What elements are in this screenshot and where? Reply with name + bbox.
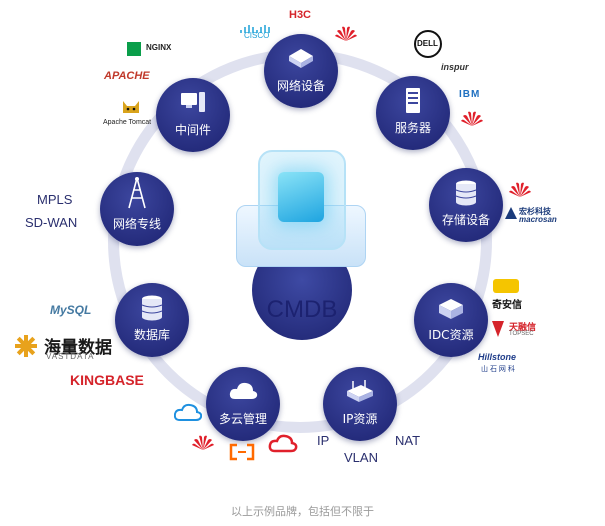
cisco-wordmark: CISCO bbox=[244, 31, 270, 40]
vlan-label: VLAN bbox=[344, 450, 378, 465]
storage-icon bbox=[455, 180, 477, 206]
node-label: 中间件 bbox=[174, 123, 211, 137]
node-ip: IP资源 bbox=[323, 367, 397, 441]
node-label: 数据库 bbox=[133, 328, 170, 342]
database-icon bbox=[141, 295, 163, 321]
mysql-logo: MySQL bbox=[50, 303, 92, 317]
nginx-mark-icon bbox=[127, 42, 141, 56]
topsec-en: TOPSEC bbox=[509, 331, 534, 337]
node-server: 服务器 bbox=[376, 76, 450, 150]
node-idc: IDC资源 bbox=[414, 283, 488, 357]
dell-logo: DELL bbox=[414, 30, 442, 58]
tomcat-icon bbox=[123, 101, 139, 113]
inspur-logo: inspur bbox=[441, 62, 469, 72]
workstation-icon bbox=[181, 92, 205, 112]
node-cloud: 多云管理 bbox=[206, 367, 280, 441]
nginx-logo: NGINX bbox=[146, 43, 172, 52]
idc-icon bbox=[439, 299, 463, 319]
footer-note: 以上示例品牌，包括但不限于 bbox=[231, 505, 374, 518]
cloud-icon bbox=[229, 382, 258, 399]
huawei-logo-icon bbox=[335, 26, 357, 41]
macrosan-en: macrosan bbox=[519, 215, 557, 224]
topsec-cn: 天融信 bbox=[509, 322, 537, 332]
server-icon bbox=[406, 88, 420, 113]
node-middleware: 中间件 bbox=[156, 78, 230, 152]
node-dedicated-line: 网络专线 bbox=[100, 172, 174, 246]
switch-icon bbox=[289, 49, 313, 68]
center-label: CMDB bbox=[266, 296, 338, 323]
qianxin-logo: 奇安信 bbox=[492, 300, 522, 311]
aliyun-logo-icon bbox=[229, 443, 255, 461]
node-label: IDC资源 bbox=[428, 328, 474, 342]
node-label: IP资源 bbox=[342, 412, 378, 426]
node-label: 存储设备 bbox=[441, 213, 490, 227]
vastdata-mark-icon bbox=[15, 335, 37, 357]
cisco-logo bbox=[239, 19, 273, 38]
kingbase-logo: KINGBASE bbox=[70, 372, 144, 388]
node-network-device: 网络设备 bbox=[264, 34, 338, 108]
huawei-logo-icon bbox=[192, 435, 214, 450]
nat-label: NAT bbox=[395, 433, 421, 448]
node-label: 网络专线 bbox=[112, 217, 161, 231]
macrosan-cn: 宏杉科技 bbox=[519, 207, 551, 216]
cisco-bars-icon bbox=[240, 25, 270, 33]
huawei-logo-icon bbox=[461, 111, 483, 126]
cloud-brand-icon bbox=[174, 403, 202, 421]
huawei-logo-icon bbox=[509, 182, 531, 197]
node-label: 网络设备 bbox=[276, 79, 325, 93]
ip-label: IP bbox=[317, 433, 330, 448]
cloud-brand-red-icon bbox=[268, 434, 298, 453]
node-label: 多云管理 bbox=[218, 412, 267, 426]
vastdata-logo: 海量数据 bbox=[44, 338, 112, 357]
cube-icon bbox=[278, 172, 324, 222]
tower-icon bbox=[128, 177, 146, 209]
tomcat-logo: Apache Tomcat bbox=[103, 119, 152, 126]
node-database: 数据库 bbox=[115, 283, 189, 357]
router-icon bbox=[347, 380, 373, 402]
hillstone-logo: Hillstone bbox=[478, 352, 517, 362]
dell-wordmark: DELL bbox=[417, 39, 438, 48]
qianxin-mark-icon bbox=[493, 279, 519, 293]
hillstone-cn: 山 石 网 科 bbox=[481, 366, 515, 373]
node-label: 服务器 bbox=[394, 121, 431, 135]
topsec-mark-icon bbox=[492, 321, 504, 337]
mpls-label: MPLS bbox=[37, 192, 73, 207]
macrosan-mark-icon bbox=[505, 207, 517, 219]
node-storage: 存储设备 bbox=[429, 168, 503, 242]
sdwan-label: SD-WAN bbox=[25, 215, 78, 230]
vastdata-en: VASTDATA bbox=[46, 352, 95, 361]
apache-logo: APACHE bbox=[104, 70, 150, 82]
h3c-logo: H3C bbox=[289, 9, 312, 21]
ibm-logo: IBM bbox=[459, 89, 481, 100]
